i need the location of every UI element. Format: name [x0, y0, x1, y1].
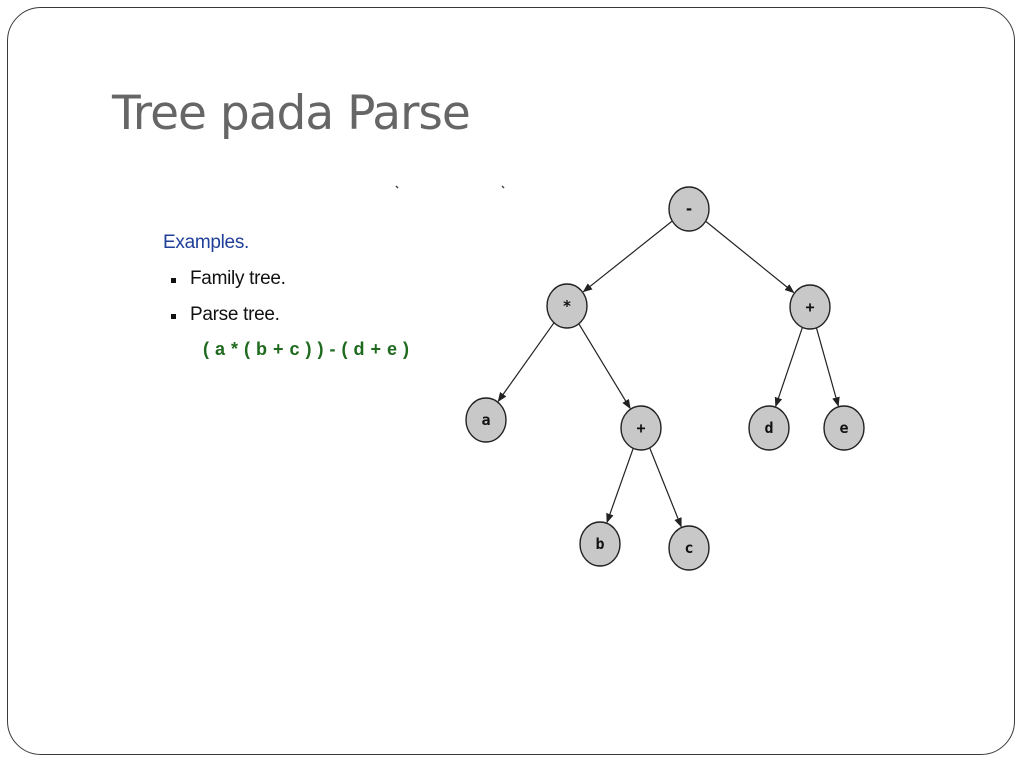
tree-node-label: c: [684, 539, 693, 557]
tree-node-circle: [823, 405, 865, 451]
tree-edges: [497, 220, 840, 528]
tree-node-circle: [620, 405, 662, 451]
tree-node-c: c: [668, 525, 710, 571]
tree-edge-plus_inner-to-c: [648, 446, 682, 528]
slide-title: Tree pada Parse: [112, 86, 471, 141]
examples-heading: Examples.: [163, 232, 250, 253]
tree-node-label: -: [684, 200, 693, 218]
tree-node-circle: [748, 405, 790, 451]
tree-node-circle: [546, 283, 588, 329]
tree-node-label: +: [636, 419, 645, 437]
bullet-item-parse-tree: Parse tree.: [171, 304, 280, 326]
parse-expression: ( a * ( b + c ) ) - ( d + e ): [203, 339, 410, 359]
tree-nodes: - * + a + d e b c: [465, 186, 865, 571]
tree-edge-mul-to-a: [497, 321, 555, 403]
tree-edge-plus_inner-to-b: [606, 446, 635, 524]
square-bullet-icon: [171, 314, 176, 319]
tree-edge-root-to-mul: [582, 220, 673, 293]
slide-frame: [7, 7, 1015, 755]
tree-node-plus_inner: +: [620, 405, 662, 451]
tree-node-a: a: [465, 397, 507, 443]
tree-node-circle: [668, 186, 710, 232]
tree-edge-plus_right-to-d: [774, 325, 804, 408]
tree-node-d: d: [748, 405, 790, 451]
tree-node-circle: [579, 521, 621, 567]
tree-node-label: a: [481, 411, 490, 429]
tree-node-e: e: [823, 405, 865, 451]
tree-node-label: e: [839, 419, 848, 437]
crop-mark: [395, 185, 399, 189]
tree-node-root: -: [668, 186, 710, 232]
tree-node-mul: *: [546, 283, 588, 329]
square-bullet-icon: [171, 278, 176, 283]
tree-node-circle: [789, 284, 831, 330]
tree-node-b: b: [579, 521, 621, 567]
tree-node-label: +: [805, 298, 814, 316]
tree-node-label: d: [764, 419, 773, 437]
tree-node-circle: [465, 397, 507, 443]
tree-node-plus_right: +: [789, 284, 831, 330]
tree-node-label: b: [595, 535, 604, 553]
tree-node-label: *: [562, 297, 571, 315]
tree-edge-mul-to-plus_inner: [577, 322, 631, 410]
crop-mark: [501, 185, 505, 189]
tree-edge-root-to-plus_right: [705, 221, 795, 294]
tree-edge-plus_right-to-e: [815, 326, 840, 407]
bullet-label: Family tree.: [190, 268, 286, 289]
tree-node-circle: [668, 525, 710, 571]
bullet-label: Parse tree.: [190, 304, 280, 325]
bullet-item-family-tree: Family tree.: [171, 268, 286, 290]
